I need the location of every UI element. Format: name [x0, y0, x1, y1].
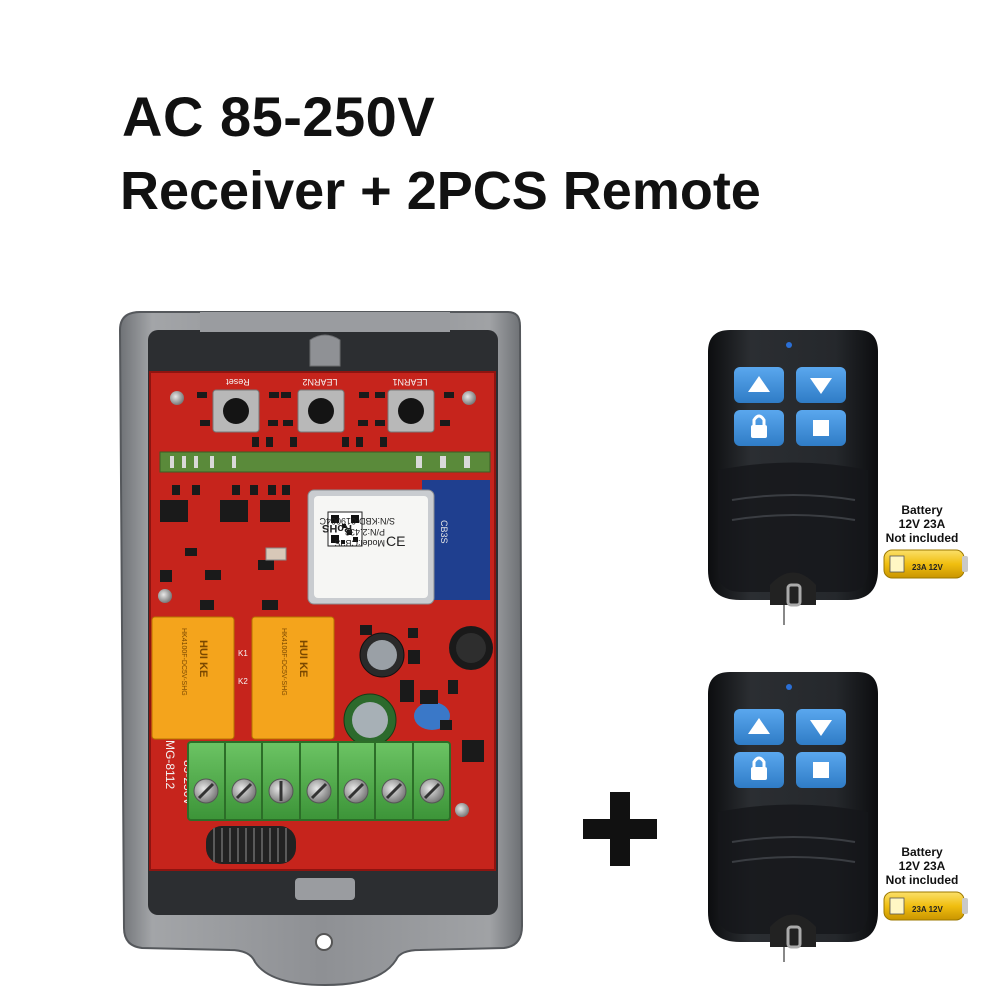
label-learn1: LEARN1 [392, 377, 427, 387]
battery-note-line: Not included [885, 531, 959, 545]
pcb-screws [158, 391, 476, 817]
battery-note-2: Battery 12V 23A Not included [877, 845, 967, 887]
svg-text:HUI KE: HUI KE [297, 640, 309, 677]
smd-components [197, 392, 454, 447]
svg-text:HK4100F-DC5V-SHG: HK4100F-DC5V-SHG [280, 628, 287, 696]
svg-text:Model:CB3S: Model:CB3S [334, 538, 385, 548]
svg-text:CE: CE [386, 533, 405, 549]
battery-note-line: 12V 23A [898, 859, 946, 873]
svg-text:RoHS: RoHS [322, 522, 352, 534]
plus-icon [583, 792, 657, 866]
battery-note-line: Not included [885, 873, 959, 887]
terminal-block [187, 741, 451, 821]
label-reset: Reset [226, 377, 250, 387]
title-voltage: AC 85-250V [122, 85, 436, 148]
tactile-buttons [212, 389, 435, 433]
battery-note-line: 12V 23A [898, 517, 946, 531]
antenna-coil [206, 826, 296, 864]
wifi-module: CB3S RoHS Model:CB3S P/N:2.433 S/N:KBD-0… [307, 480, 490, 605]
battery-note-line: Battery [901, 845, 943, 859]
board-code: MG-8112 [163, 740, 177, 789]
mount-hole [315, 933, 333, 951]
title-package: Receiver + 2PCS Remote [120, 161, 761, 221]
label-learn2: LEARN2 [302, 377, 337, 387]
battery-note-1: Battery 12V 23A Not included [877, 503, 967, 545]
svg-text:K2: K2 [238, 677, 248, 686]
svg-text:S/N:KBD-019004C: S/N:KBD-019004C [319, 516, 395, 526]
relays: HUI KE HUI KE HK4100F-DC5V-SHG HK4100F-D… [151, 616, 335, 740]
svg-text:P/N:2.433: P/N:2.433 [345, 527, 385, 537]
svg-text:CB3S: CB3S [439, 520, 449, 544]
svg-text:HUI KE: HUI KE [197, 640, 209, 677]
svg-text:HK4100F-DC5V-SHG: HK4100F-DC5V-SHG [180, 628, 187, 696]
svg-text:K1: K1 [238, 649, 248, 658]
battery-note-line: Battery [901, 503, 943, 517]
